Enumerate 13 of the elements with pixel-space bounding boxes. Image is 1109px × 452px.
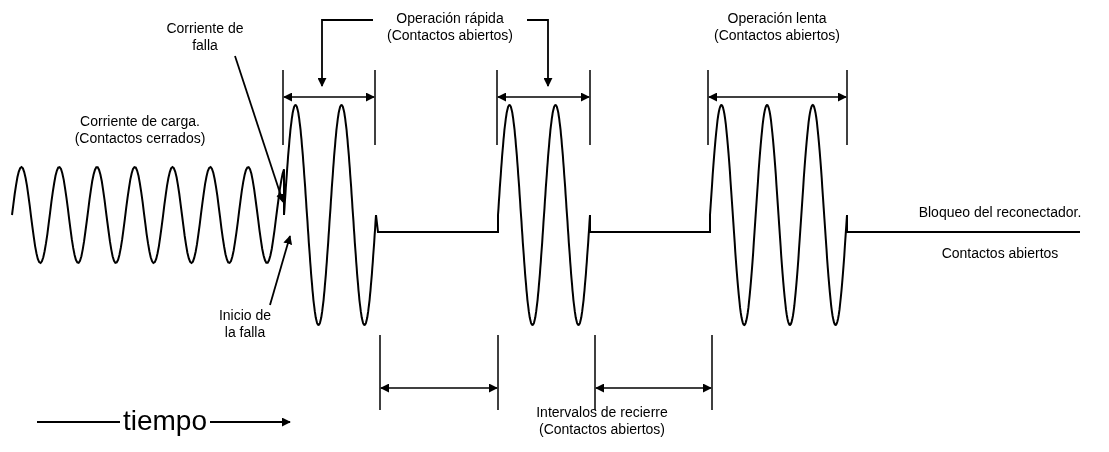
annotation-text: Contactos abiertos [940, 245, 1060, 262]
axis-label: tiempo [122, 405, 208, 436]
leader-line [317, 19, 374, 87]
leader-line [526, 19, 553, 87]
annotation-text: Inicio de la falla [215, 307, 275, 341]
annotation-text: Operación rápida (Contactos abiertos) [375, 10, 525, 44]
annotation-text: Corriente de falla [165, 20, 245, 54]
annotation-text: Bloqueo del reconectador. [917, 204, 1083, 221]
leader-line [269, 235, 293, 306]
annotation-text: Intervalos de recierre (Contactos abiertos) [535, 404, 669, 438]
annotation-text: Operación lenta (Contactos abiertos) [712, 10, 842, 44]
leader-line [234, 55, 285, 203]
annotation-text: Corriente de carga. (Contactos cerrados) [73, 113, 207, 147]
